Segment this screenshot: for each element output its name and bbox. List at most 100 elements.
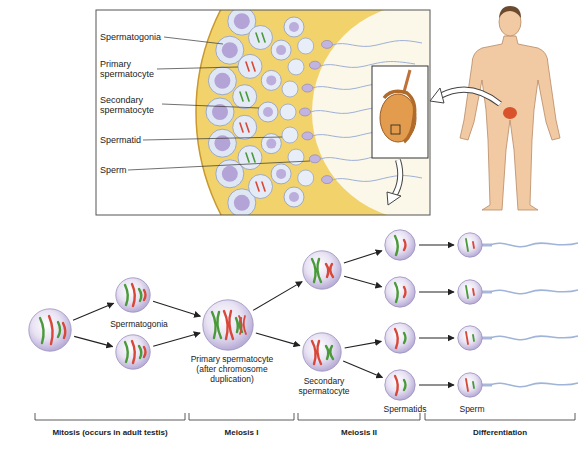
stage-label: Differentiation — [425, 428, 575, 438]
cell-shape — [457, 279, 483, 305]
chromosome — [246, 153, 255, 162]
nucleus — [289, 192, 299, 202]
leader-line — [128, 161, 310, 170]
cell-outline — [385, 277, 415, 307]
flow-arrow — [153, 333, 200, 346]
pointer-arrow — [394, 160, 400, 196]
flow-arrow — [344, 251, 382, 263]
chromosome — [125, 285, 128, 305]
cell-outline — [458, 326, 482, 350]
flow-arrow — [419, 291, 454, 292]
sperm-cell — [457, 232, 483, 258]
cell-shape — [302, 250, 342, 290]
sperm-head — [302, 132, 313, 140]
cell — [258, 102, 278, 122]
cell — [298, 38, 314, 54]
sperm-heads — [300, 40, 333, 183]
cell — [261, 134, 281, 154]
bracket — [189, 413, 294, 420]
cell — [271, 164, 291, 184]
cell-label: Secondary spermatocyte — [291, 376, 357, 396]
flow-arrow — [153, 301, 200, 316]
cell-outline — [303, 251, 341, 289]
sperm-head — [309, 61, 320, 69]
chromosome — [404, 240, 406, 250]
flow-arrow — [73, 303, 114, 320]
chromosome — [395, 236, 398, 255]
chromosome — [312, 341, 321, 364]
cell-outline — [303, 333, 341, 371]
spermatid-cells — [280, 38, 314, 186]
tail — [490, 336, 578, 340]
germ-cell — [384, 322, 416, 354]
chromosome — [326, 346, 333, 359]
part-label: Spermatid — [100, 135, 170, 145]
flow-arrow — [74, 336, 113, 346]
chromosome — [466, 332, 468, 344]
cell-label: Sperm — [447, 404, 497, 414]
tail — [490, 290, 578, 294]
chromosome — [395, 329, 398, 348]
cell — [280, 104, 296, 120]
spermatic-cord — [404, 70, 410, 92]
bracket — [35, 413, 185, 420]
cell-outline — [458, 373, 482, 397]
nucleus — [266, 75, 276, 85]
flow-arrow — [343, 361, 382, 378]
pointer-arrow — [440, 90, 500, 104]
sperm-tails — [310, 41, 422, 182]
spermatogonia-nuclei — [212, 13, 250, 211]
nucleus — [214, 135, 230, 151]
nucleus — [234, 13, 250, 29]
chromosomes — [40, 236, 474, 395]
cell-outline — [458, 233, 482, 257]
tail — [490, 383, 578, 387]
chromosome — [473, 242, 474, 248]
cell-shape — [457, 232, 483, 258]
sperm-cell — [457, 325, 483, 351]
cell — [208, 129, 236, 157]
leader-line — [143, 137, 282, 140]
pointer-arrow — [394, 160, 400, 196]
chromosome — [58, 322, 60, 337]
cell-shape — [384, 276, 416, 308]
cell-label: Primary spermatocyte (after chromosome d… — [184, 354, 280, 384]
germ-cell: Secondary spermatocyte — [302, 332, 342, 372]
chromosome — [40, 318, 44, 343]
cell-outline — [385, 230, 415, 260]
sperm-head — [309, 155, 320, 163]
cell-shape — [115, 334, 151, 370]
secondary-cells — [258, 17, 304, 207]
cell-outline — [29, 309, 71, 351]
germ-cell — [302, 250, 342, 290]
chromosome — [312, 259, 321, 282]
nucleus — [266, 139, 276, 149]
cell-shape — [384, 322, 416, 354]
chromosome — [473, 382, 474, 388]
germ-cell: Spermatids — [384, 369, 416, 401]
leader-lines — [128, 37, 310, 170]
chromosome — [132, 341, 135, 363]
cell-shape — [384, 229, 416, 261]
stage-label: Mitosis (occurs in adult testis) — [30, 428, 190, 438]
germ-cell: Primary spermatocyte (after chromosome d… — [202, 299, 254, 351]
chromosome — [212, 312, 221, 338]
flow-arrow — [344, 276, 382, 287]
tail — [490, 243, 578, 247]
chromosome — [125, 342, 128, 362]
cell-outline — [203, 300, 253, 350]
chromosome — [63, 323, 65, 338]
nucleus — [222, 42, 238, 58]
flow-arrow — [419, 244, 454, 245]
tubule-wall — [196, 10, 430, 215]
cell — [233, 115, 257, 139]
cell-label: Spermatids — [375, 404, 435, 414]
cell-outline — [116, 278, 150, 312]
chromosome — [473, 335, 474, 341]
chromosome — [144, 347, 146, 357]
cell — [282, 127, 298, 143]
germ-cell — [384, 276, 416, 308]
chromosome — [326, 264, 333, 277]
chromosome — [236, 318, 242, 332]
